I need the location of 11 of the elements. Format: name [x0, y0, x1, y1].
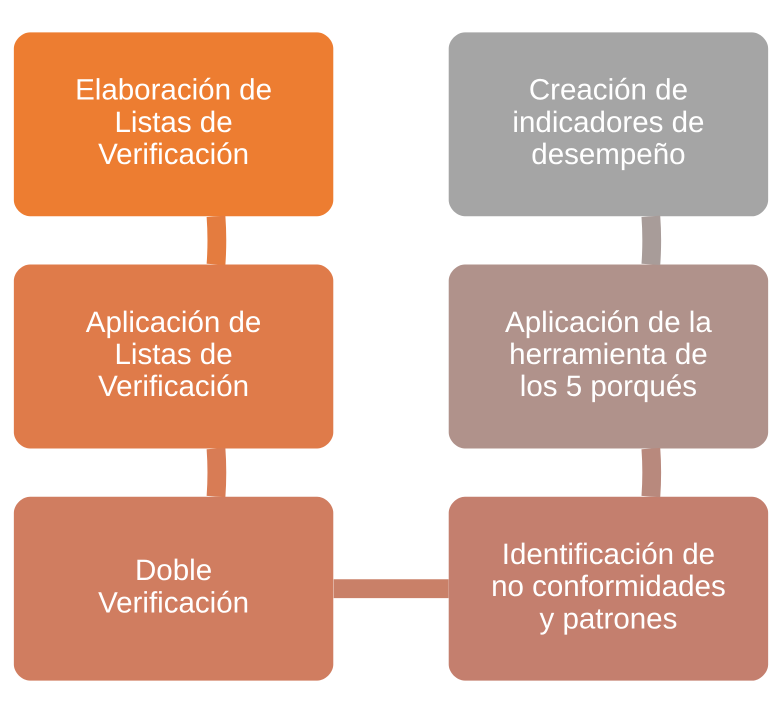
node-box: Aplicación de Listas de Verificación: [14, 264, 334, 448]
connector: [641, 216, 662, 265]
node-box: Identificación de no conformidades y patrones: [448, 496, 768, 681]
node-box: Creación de indicadores de desempeño: [448, 32, 768, 216]
connector: [334, 579, 448, 598]
connector: [206, 216, 226, 265]
node-box: Doble Verificación: [14, 496, 334, 681]
node-box: Aplicación de la herramienta de los 5 porqués: [448, 264, 768, 448]
connector: [641, 448, 662, 498]
node-box: Elaboración de Listas de Verificación: [14, 32, 334, 216]
connector: [206, 448, 226, 498]
